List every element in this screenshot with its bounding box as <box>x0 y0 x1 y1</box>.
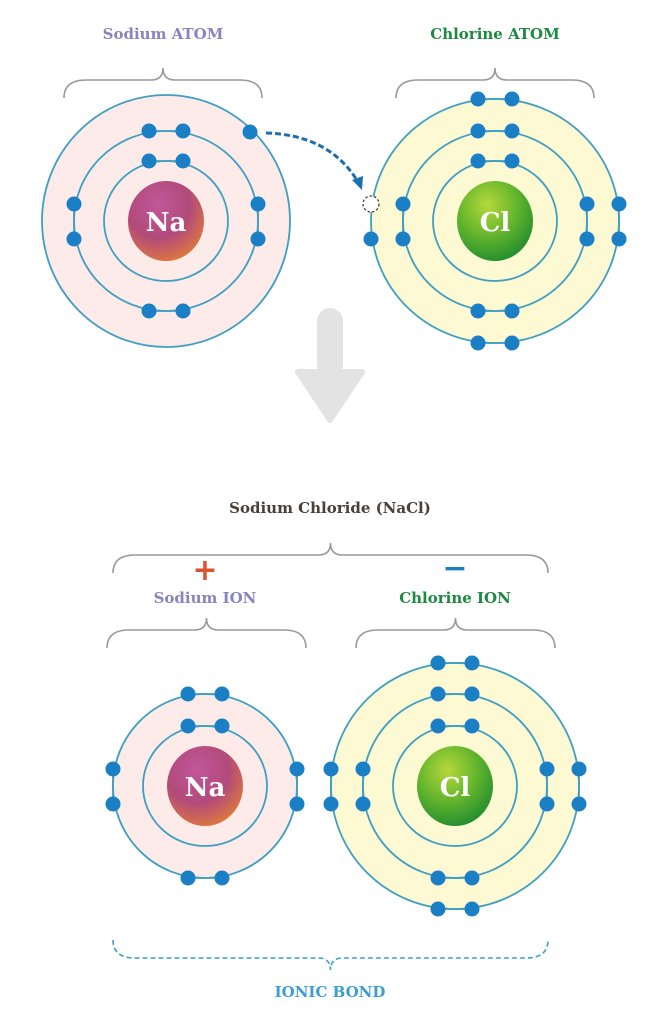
electron <box>214 718 230 734</box>
electron <box>504 91 520 107</box>
chlorine-ion-symbol: Cl <box>440 773 471 803</box>
sodium-ion-label: Sodium ION <box>154 589 257 607</box>
electron <box>175 123 191 139</box>
arrow-head-icon <box>352 176 363 190</box>
electron <box>175 303 191 319</box>
electron <box>430 718 446 734</box>
chlorine-atom-bracket <box>395 67 595 99</box>
positive-charge-sign: + <box>192 553 217 588</box>
electron <box>579 231 595 247</box>
chlorine-atom-label: Chlorine ATOM <box>430 25 559 43</box>
chlorine-ion-bracket <box>355 617 556 649</box>
electron <box>504 123 520 139</box>
electron <box>395 196 411 212</box>
chlorine-ion-nucleus <box>417 746 493 826</box>
electron <box>464 870 480 886</box>
electron <box>571 761 587 777</box>
electron <box>395 231 411 247</box>
electron <box>66 231 82 247</box>
electron <box>430 901 446 917</box>
electron <box>289 796 305 812</box>
electron <box>504 335 520 351</box>
chlorine-atom-nucleus <box>457 181 533 261</box>
electron <box>66 196 82 212</box>
compound-bracket <box>112 542 549 574</box>
electron <box>430 655 446 671</box>
electron <box>571 796 587 812</box>
electron <box>141 153 157 169</box>
electron <box>242 124 258 140</box>
electron <box>250 196 266 212</box>
electron <box>323 796 339 812</box>
electron <box>539 761 555 777</box>
ionic-bond-label: IONIC BOND <box>275 983 386 1001</box>
electron <box>464 655 480 671</box>
electron <box>355 761 371 777</box>
electron <box>180 686 196 702</box>
electron <box>504 303 520 319</box>
sodium-atom-shell-3 <box>41 94 291 348</box>
electron <box>430 686 446 702</box>
electron <box>470 153 486 169</box>
compound-label: Sodium Chloride (NaCl) <box>229 499 431 517</box>
electron <box>611 231 627 247</box>
electron <box>430 870 446 886</box>
electron <box>355 796 371 812</box>
electron <box>470 123 486 139</box>
electron <box>464 686 480 702</box>
electron <box>250 231 266 247</box>
chlorine-atom-symbol: Cl <box>480 208 511 238</box>
electron <box>611 196 627 212</box>
electron-vacancy <box>362 195 380 213</box>
electron <box>289 761 305 777</box>
sodium-atom-nucleus <box>128 181 204 261</box>
electron <box>214 686 230 702</box>
electron <box>363 231 379 247</box>
sodium-atom-symbol: Na <box>146 208 187 238</box>
sodium-ion-symbol: Na <box>185 773 226 803</box>
electron <box>175 153 191 169</box>
electron <box>464 718 480 734</box>
electron-transfer-arrow <box>265 131 360 183</box>
negative-charge-sign: − <box>442 551 467 586</box>
electron <box>323 761 339 777</box>
electron <box>539 796 555 812</box>
down-arrow-icon <box>295 308 365 423</box>
electron <box>105 761 121 777</box>
sodium-ion-bracket <box>106 617 307 649</box>
electron <box>470 91 486 107</box>
electron <box>470 303 486 319</box>
sodium-atom-label: Sodium ATOM <box>103 25 224 43</box>
electron <box>105 796 121 812</box>
electron <box>180 718 196 734</box>
ionic-bond-bracket <box>112 939 549 971</box>
electron <box>579 196 595 212</box>
electron <box>180 870 196 886</box>
electron <box>464 901 480 917</box>
electron <box>141 123 157 139</box>
electron <box>214 870 230 886</box>
sodium-ion-nucleus <box>167 746 243 826</box>
chlorine-ion-label: Chlorine ION <box>399 589 511 607</box>
electron <box>470 335 486 351</box>
electron <box>504 153 520 169</box>
electron <box>141 303 157 319</box>
sodium-atom-bracket <box>63 67 263 99</box>
